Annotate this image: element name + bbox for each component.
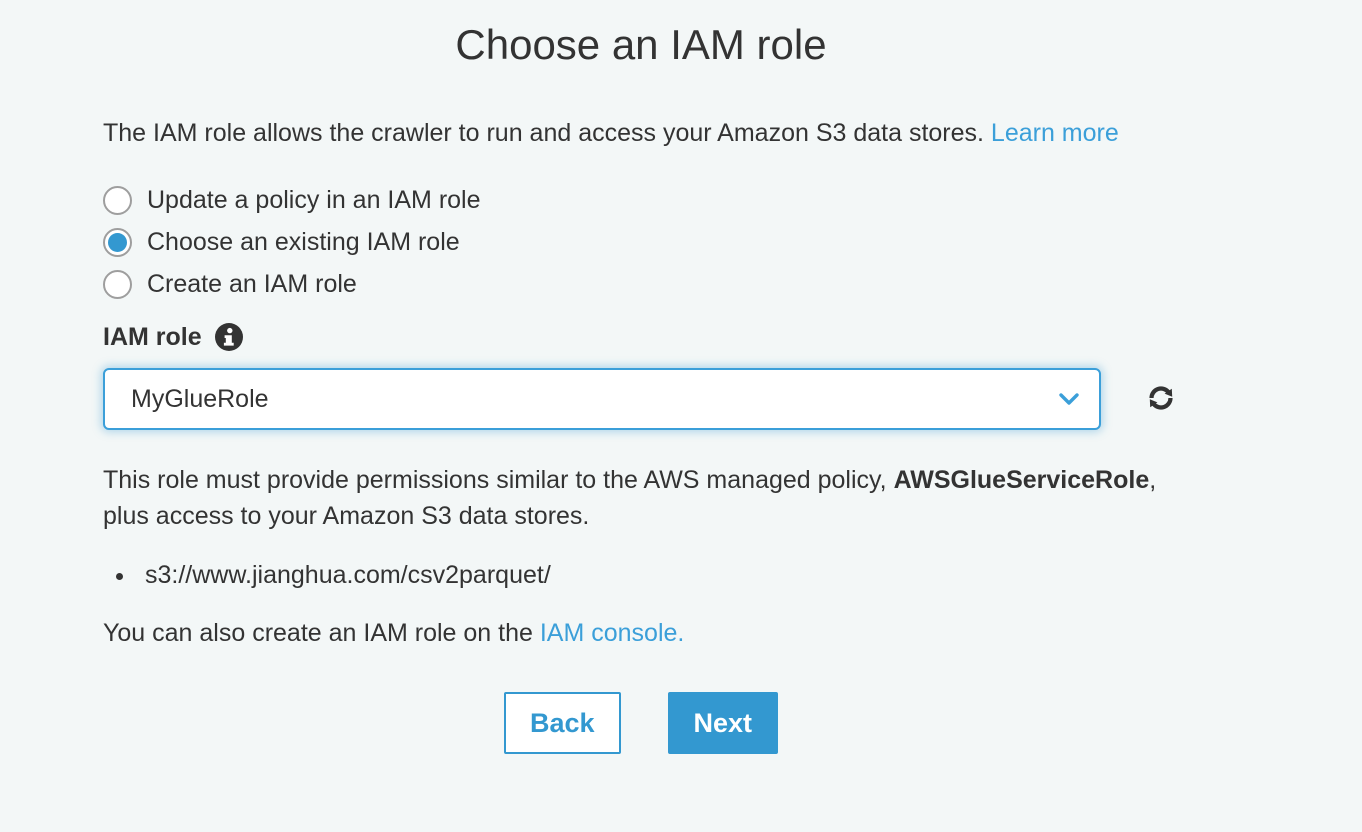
console-note: You can also create an IAM role on the I…: [103, 618, 1179, 648]
iam-role-select[interactable]: MyGlueRole: [103, 368, 1102, 430]
back-button[interactable]: Back: [503, 692, 621, 754]
data-store-item: s3://www.jianghua.com/csv2parquet/: [137, 560, 1179, 590]
radio-option-label: Choose an existing IAM role: [147, 227, 460, 256]
radio-icon[interactable]: [103, 269, 132, 299]
permissions-note-start: This role must provide permissions simil…: [103, 466, 894, 494]
next-button[interactable]: Next: [667, 692, 779, 754]
info-circle-icon[interactable]: [214, 323, 243, 351]
refresh-icon: [1145, 382, 1177, 417]
page-title: Choose an IAM role: [455, 21, 827, 68]
wizard-step-panel: Choose an IAM role The IAM role allows t…: [103, 0, 1179, 754]
refresh-roles-button[interactable]: [1143, 381, 1179, 417]
iam-role-field-label: IAM role: [103, 322, 202, 351]
iam-role-option-group: Update a policy in an IAM role Choose an…: [103, 179, 1179, 305]
intro-text-body: The IAM role allows the crawler to run a…: [103, 119, 991, 147]
radio-option-label: Update a policy in an IAM role: [147, 185, 481, 214]
permissions-note-end: , plus access to your Amazon S3 data sto…: [103, 466, 1157, 530]
console-note-body: You can also create an IAM role on the: [103, 619, 540, 647]
learn-more-link[interactable]: Learn more: [990, 119, 1119, 147]
radio-icon[interactable]: [103, 227, 132, 257]
radio-icon[interactable]: [103, 185, 132, 215]
chevron-down-icon: [1056, 386, 1082, 412]
radio-option-update-policy[interactable]: Update a policy in an IAM role: [103, 179, 1179, 221]
iam-role-select-row: MyGlueRole: [103, 368, 1179, 430]
permissions-note: This role must provide permissions simil…: [103, 462, 1179, 534]
radio-option-choose-existing[interactable]: Choose an existing IAM role: [103, 221, 1179, 263]
data-store-list: s3://www.jianghua.com/csv2parquet/: [103, 560, 1179, 590]
radio-option-label: Create an IAM role: [147, 269, 357, 298]
wizard-footer: Back Next: [103, 692, 1179, 754]
intro-text: The IAM role allows the crawler to run a…: [103, 115, 1179, 151]
iam-role-field-header: IAM role: [103, 321, 1179, 353]
radio-option-create-role[interactable]: Create an IAM role: [103, 263, 1179, 305]
iam-console-link[interactable]: IAM console.: [539, 619, 685, 647]
iam-role-selected-value: MyGlueRole: [131, 384, 269, 413]
managed-policy-name: AWSGlueServiceRole: [893, 466, 1150, 494]
